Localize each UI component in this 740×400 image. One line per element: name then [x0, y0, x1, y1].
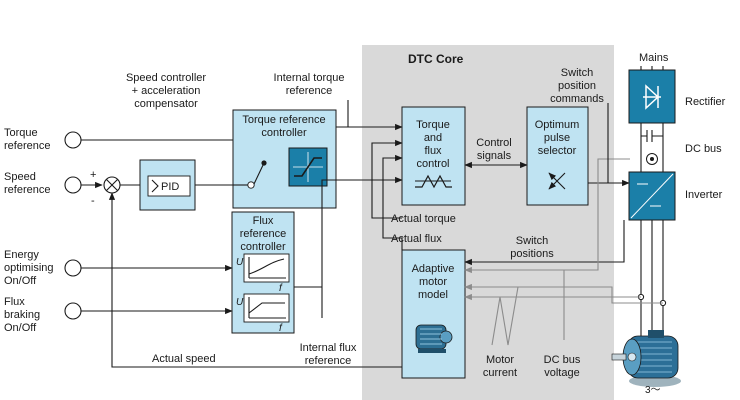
flux-reference-controller-title-line3: controller: [240, 241, 286, 253]
pid-label: PID: [161, 181, 179, 193]
dc-bus-label: DC bus: [685, 143, 722, 155]
speed-reference-input: Speed reference: [4, 171, 82, 196]
switch-position-commands-label-line1: Switch: [561, 67, 593, 79]
flux-reference-controller-title-line2: reference: [240, 228, 286, 240]
internal-torque-reference-label-line2: reference: [286, 85, 332, 97]
torque-reference-input: Torque reference: [4, 127, 82, 152]
direction-arrows-icon: [549, 173, 566, 189]
torque-flux-control-title-line3: flux: [424, 145, 442, 157]
pulse-selector-title-line1: Optimum: [535, 119, 580, 131]
motor-current-wire-2: [464, 283, 663, 304]
motor-three-phase-label: 3～: [645, 385, 661, 396]
speed-controller-caption-line2: + acceleration: [132, 85, 201, 97]
actual-torque-label: Actual torque: [391, 213, 456, 225]
switch-positions-label-line2: positions: [510, 248, 554, 260]
switch-positions-wire: [464, 220, 625, 266]
speed-controller-caption-line3: compensator: [134, 98, 198, 110]
optimum-pulse-selector-block: Optimum pulse selector: [526, 106, 589, 206]
energy-optimising-label-line3: On/Off: [4, 275, 37, 287]
inverter-block: Inverter: [628, 171, 723, 221]
torque-reference-label-line2: reference: [4, 140, 50, 152]
pulse-selector-title-line3: selector: [538, 145, 577, 157]
energy-optimising-label-line1: Energy: [4, 249, 39, 261]
flux-braking-label-line2: braking: [4, 309, 40, 321]
summing-junction: + -: [90, 169, 121, 207]
flux-reference-controller: Flux reference controller U f U f: [231, 211, 295, 334]
speed-reference-label-line2: reference: [4, 184, 50, 196]
flux-graph1-u-axis-label: U: [236, 257, 244, 268]
control-signals-label-line1: Control: [476, 137, 511, 149]
energy-optimising-label-line2: optimising: [4, 262, 54, 274]
rectifier-label: Rectifier: [685, 96, 726, 108]
motor-model-title-line1: Adaptive: [412, 263, 455, 275]
internal-flux-reference-label-line1: Internal flux: [300, 342, 357, 354]
speed-reference-terminal: [64, 176, 82, 194]
torque-flux-control-title-line1: Torque: [416, 119, 450, 131]
torque-reference-controller-title-line1: Torque reference: [242, 114, 325, 126]
switch-position-commands-label-line2: position: [558, 80, 596, 92]
dc-bus-voltage-label-line1: DC bus: [544, 354, 581, 366]
hysteresis-icon: [415, 174, 452, 189]
flux-braking-curve-graph: [243, 293, 290, 323]
motor-model-title-line2: motor: [419, 276, 447, 288]
pulse-selector-title-line2: pulse: [544, 132, 570, 144]
flux-graph1-f-axis-label: f: [279, 283, 283, 294]
actual-flux-label: Actual flux: [391, 233, 442, 245]
switch-position-commands-label-line3: commands: [550, 93, 604, 105]
summing-minus-sign: -: [91, 195, 95, 207]
motor-model-icon: [415, 324, 453, 353]
adaptive-motor-model-block: Adaptive motor model: [401, 249, 466, 379]
dc-bus-voltage-label-line2: voltage: [544, 367, 579, 379]
flux-graph2-u-axis-label: U: [236, 297, 244, 308]
energy-optimising-curve-graph: [243, 253, 290, 283]
flux-braking-input: Flux braking On/Off: [4, 296, 82, 334]
flux-braking-label-line1: Flux: [4, 296, 25, 308]
internal-flux-reference-label-line2: reference: [305, 355, 351, 367]
energy-optimising-input: Energy optimising On/Off: [4, 249, 82, 287]
induction-motor-icon: [611, 330, 681, 387]
actual-speed-label: Actual speed: [152, 353, 216, 365]
control-signals-label-line2: signals: [477, 150, 512, 162]
dc-bus: DC bus: [640, 123, 722, 172]
summing-plus-sign: +: [90, 169, 96, 181]
torque-reference-label-line1: Torque: [4, 127, 38, 139]
speed-reference-label-line1: Speed: [4, 171, 36, 183]
torque-reference-controller: Torque reference controller: [232, 109, 337, 209]
energy-optimising-terminal: [64, 259, 82, 277]
flux-braking-terminal: [64, 302, 82, 320]
actual-torque-wire: [371, 139, 403, 219]
motor-model-title-line3: model: [418, 289, 448, 301]
flux-braking-label-line3: On/Off: [4, 322, 37, 334]
internal-torque-reference-label-line1: Internal torque: [274, 72, 345, 84]
flux-graph2-f-axis-label: f: [279, 323, 283, 334]
torque-reference-terminal: [64, 131, 82, 149]
actual-flux-wire: [382, 154, 403, 239]
dc-bus-voltage-wire: [464, 158, 630, 274]
torque-reference-controller-title-line2: controller: [261, 127, 307, 139]
motor-current-label-line1: Motor: [486, 354, 514, 366]
torque-and-flux-control-block: Torque and flux control: [401, 106, 466, 206]
pid-block: PID: [139, 159, 196, 211]
dtc-core-title: DTC Core: [408, 52, 464, 66]
speed-controller-caption-line1: Speed controller: [126, 72, 206, 84]
switch-positions-label-line1: Switch: [516, 235, 548, 247]
torque-flux-control-title-line2: and: [424, 132, 442, 144]
rectifier-block: Rectifier: [628, 69, 726, 124]
motor-current-label-line2: current: [483, 367, 517, 379]
diode-icon: [645, 84, 660, 110]
actual-speed-wire: [108, 192, 402, 368]
motor-current-pointer: [491, 286, 519, 346]
inverter-label: Inverter: [685, 189, 723, 201]
internal-flux-reference-wire: [294, 180, 402, 318]
torque-flux-control-title-line4: control: [416, 158, 449, 170]
mains-label: Mains: [639, 52, 669, 64]
flux-reference-controller-title-line1: Flux: [253, 215, 274, 227]
